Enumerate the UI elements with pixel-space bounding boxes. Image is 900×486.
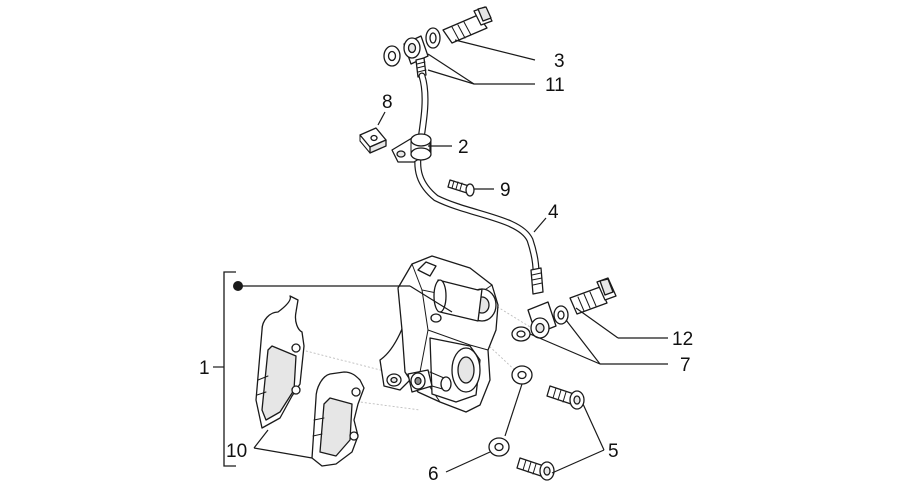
callout-10: 10 (226, 441, 247, 462)
brake-hose (414, 72, 540, 276)
leader-12a (575, 307, 619, 339)
leader-7b (565, 319, 601, 365)
callout-11: 11 (545, 75, 565, 96)
callout-labels: 3 11 8 2 9 4 12 7 5 6 1 10 (199, 51, 693, 485)
brake-caliper (379, 255, 499, 413)
callout-12: 12 (672, 329, 693, 350)
leader-8 (377, 111, 386, 126)
leader-lines (233, 39, 668, 474)
callout-2: 2 (458, 137, 469, 158)
leader-7a (529, 333, 601, 365)
callout-7: 7 (680, 355, 691, 376)
caliper-bolts (516, 385, 585, 481)
callout-1: 1 (199, 358, 210, 379)
callout-3: 3 (554, 51, 565, 72)
leader-6a (504, 383, 523, 437)
brake-pad-left (255, 295, 305, 429)
callout-9: 9 (500, 180, 511, 201)
leader-4 (533, 217, 547, 233)
callout-4: 4 (548, 202, 559, 223)
leader-1-dot-marker (233, 281, 243, 291)
banjo-fitting-top (403, 35, 429, 78)
clip-nut (359, 127, 387, 154)
leader-1-tail (409, 285, 453, 313)
brake-pad-right (311, 371, 365, 467)
leader-3 (454, 39, 536, 61)
leader-6b (445, 451, 491, 473)
banjo-bolt-bottom (569, 277, 617, 315)
leader-11a (427, 69, 535, 85)
callout-8: 8 (382, 92, 393, 113)
callout-5: 5 (608, 441, 619, 462)
hose-clamp (391, 133, 432, 163)
callout-6: 6 (428, 464, 439, 485)
copper-washers-bottom (511, 305, 569, 342)
leader-5b (551, 449, 605, 474)
leader-11b (427, 53, 475, 85)
banjo-bolt-top (442, 6, 493, 44)
leader-10b (253, 447, 313, 459)
leader-5a (582, 403, 605, 451)
clamp-screw (447, 179, 475, 197)
caliper-washers (488, 365, 533, 457)
copper-washers-top (383, 27, 441, 67)
leader-10a (253, 429, 269, 449)
group-bracket-1 (213, 271, 236, 467)
banjo-fitting-bottom (527, 267, 557, 339)
